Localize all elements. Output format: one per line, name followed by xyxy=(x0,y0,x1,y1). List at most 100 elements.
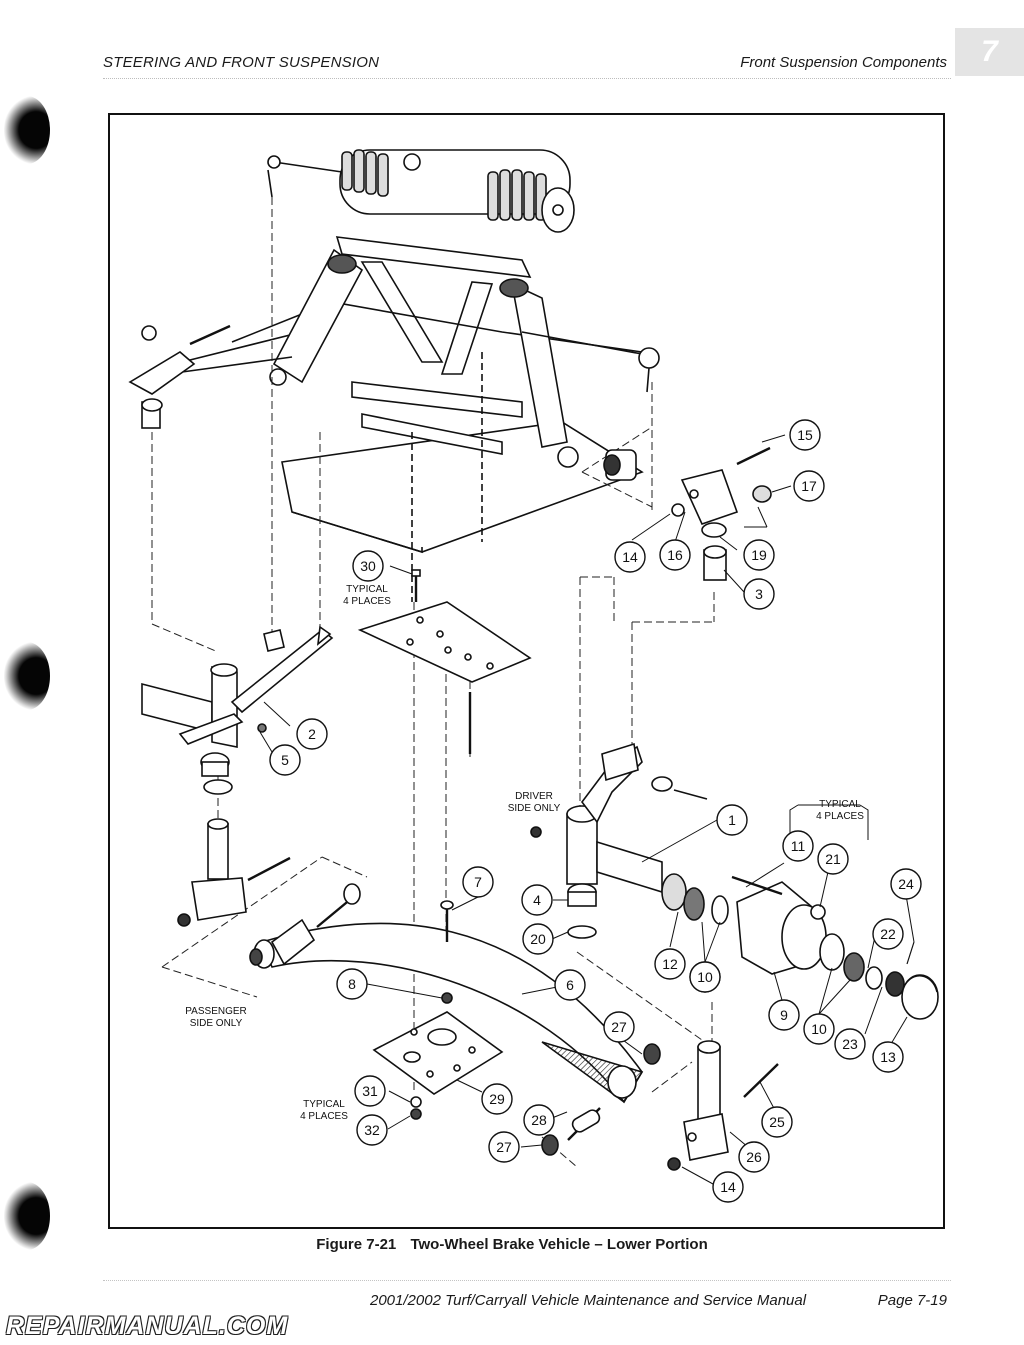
callout-label: 10 xyxy=(811,1021,827,1037)
callout-label: 16 xyxy=(667,547,683,563)
binder-hole-middle xyxy=(4,642,50,710)
callout-label: 11 xyxy=(791,838,806,854)
note-passenger-line1: PASSENGER xyxy=(185,1006,247,1017)
figure-number: Figure 7-21 xyxy=(316,1236,397,1253)
callout-label: 4 xyxy=(533,892,541,908)
callout-19: 19 xyxy=(743,539,775,571)
footer-rule xyxy=(103,1280,951,1281)
note-typical-c-line1: TYPICAL xyxy=(303,1099,345,1110)
steering-gear-assembly xyxy=(267,149,575,233)
chapter-tab: 7 xyxy=(955,28,1024,76)
callout-9: 9 xyxy=(768,999,800,1031)
header-rule xyxy=(103,78,951,79)
upper-bracket-parts xyxy=(603,446,772,581)
figure-frame: 1234567891010101112131414151617192021222… xyxy=(108,113,945,1229)
callout-label: 5 xyxy=(281,752,289,768)
callout-11: 11 xyxy=(782,830,814,862)
leader-lines xyxy=(151,197,715,1168)
callout-8: 8 xyxy=(336,968,368,1000)
callout-label: 28 xyxy=(531,1112,547,1128)
note-passenger-line2: SIDE ONLY xyxy=(190,1018,243,1029)
callout-bubbles: 1234567891010101112131414151617192021222… xyxy=(269,419,922,1203)
mounting-plates xyxy=(357,569,532,1120)
front-frame-assembly xyxy=(181,236,644,602)
callout-27: 27 xyxy=(488,1131,520,1163)
callout-label: 20 xyxy=(530,931,546,947)
callout-16: 16 xyxy=(659,539,691,571)
lower-right-spindle xyxy=(571,1040,779,1171)
callout-label: 9 xyxy=(780,1007,788,1023)
callout-label: 25 xyxy=(769,1114,785,1130)
callout-10: 10 xyxy=(689,961,721,993)
callout-label: 3 xyxy=(755,586,763,602)
callout-label: 2 xyxy=(308,726,316,742)
note-typical-b-line2: 4 PLACES xyxy=(816,811,864,822)
callout-17: 17 xyxy=(793,470,825,502)
callout-label: 27 xyxy=(496,1139,512,1155)
callout-2: 2 xyxy=(296,718,328,750)
callout-14: 14 xyxy=(614,541,646,573)
callout-5: 5 xyxy=(269,744,301,776)
callout-22: 22 xyxy=(872,918,904,950)
callout-label: 27 xyxy=(611,1019,627,1035)
callout-20: 20 xyxy=(522,923,554,955)
page-number: Page 7-19 xyxy=(877,1292,947,1309)
manual-title: 2001/2002 Turf/Carryall Vehicle Maintena… xyxy=(370,1292,807,1309)
callout-label: 12 xyxy=(662,956,678,972)
shock-absorbers xyxy=(269,248,579,468)
watermark-text: REPAIRMANUAL.COM xyxy=(6,1312,289,1340)
note-typical-b-line1: TYPICAL xyxy=(819,799,861,810)
leaf-spring xyxy=(249,883,661,1156)
callout-label: 24 xyxy=(898,876,914,892)
callout-label: 21 xyxy=(825,851,841,867)
rack-boot-right xyxy=(487,169,547,221)
callout-label: 6 xyxy=(566,977,574,993)
callout-14: 14 xyxy=(712,1171,744,1203)
callout-24: 24 xyxy=(890,868,922,900)
rack-boot-left xyxy=(341,149,389,197)
callout-label: 32 xyxy=(364,1122,380,1138)
callout-label: 15 xyxy=(797,427,813,443)
callout-label: 23 xyxy=(842,1036,858,1052)
section-title: STEERING AND FRONT SUSPENSION xyxy=(103,54,380,71)
callout-label: 14 xyxy=(720,1179,736,1195)
callout-3: 3 xyxy=(743,578,775,610)
topic-title: Front Suspension Components xyxy=(740,54,947,71)
callout-label: 26 xyxy=(746,1149,762,1165)
callout-28: 28 xyxy=(523,1104,555,1136)
callout-label: 7 xyxy=(474,874,482,890)
tie-rods xyxy=(128,324,660,429)
callout-21: 21 xyxy=(817,843,849,875)
callout-25: 25 xyxy=(761,1106,793,1138)
callout-label: 1 xyxy=(728,812,736,828)
callout-32: 32 xyxy=(356,1114,388,1146)
callout-1: 1 xyxy=(716,804,748,836)
spindle-passenger xyxy=(141,625,334,927)
callout-23: 23 xyxy=(834,1028,866,1060)
callout-label: 13 xyxy=(880,1049,896,1065)
note-typical-a-line1: TYPICAL xyxy=(346,584,388,595)
figure-title: Two-Wheel Brake Vehicle – Lower Portion xyxy=(410,1236,708,1253)
binder-hole-top xyxy=(4,96,50,164)
figure-caption: Figure 7-21 Two-Wheel Brake Vehicle – Lo… xyxy=(0,1236,1024,1253)
exploded-diagram: 1234567891010101112131414151617192021222… xyxy=(128,149,939,1203)
note-typical-a-line2: 4 PLACES xyxy=(343,596,391,607)
hub-and-bearings xyxy=(661,873,939,1020)
callout-7: 7 xyxy=(462,866,494,898)
callout-30: 30 xyxy=(352,550,384,582)
callout-4: 4 xyxy=(521,884,553,916)
callout-label: 17 xyxy=(801,478,817,494)
callout-27: 27 xyxy=(603,1011,635,1043)
note-driver-line1: DRIVER xyxy=(515,791,553,802)
callout-6: 6 xyxy=(554,969,586,1001)
note-driver-line2: SIDE ONLY xyxy=(508,803,561,814)
callout-label: 29 xyxy=(489,1091,505,1107)
callout-label: 19 xyxy=(751,547,767,563)
callout-13: 13 xyxy=(872,1041,904,1073)
binder-hole-bottom xyxy=(4,1182,50,1250)
callout-10: 10 xyxy=(803,1013,835,1045)
spindle-driver xyxy=(530,742,708,939)
note-typical-c-line2: 4 PLACES xyxy=(300,1111,348,1122)
callout-label: 30 xyxy=(360,558,376,574)
callout-31: 31 xyxy=(354,1075,386,1107)
